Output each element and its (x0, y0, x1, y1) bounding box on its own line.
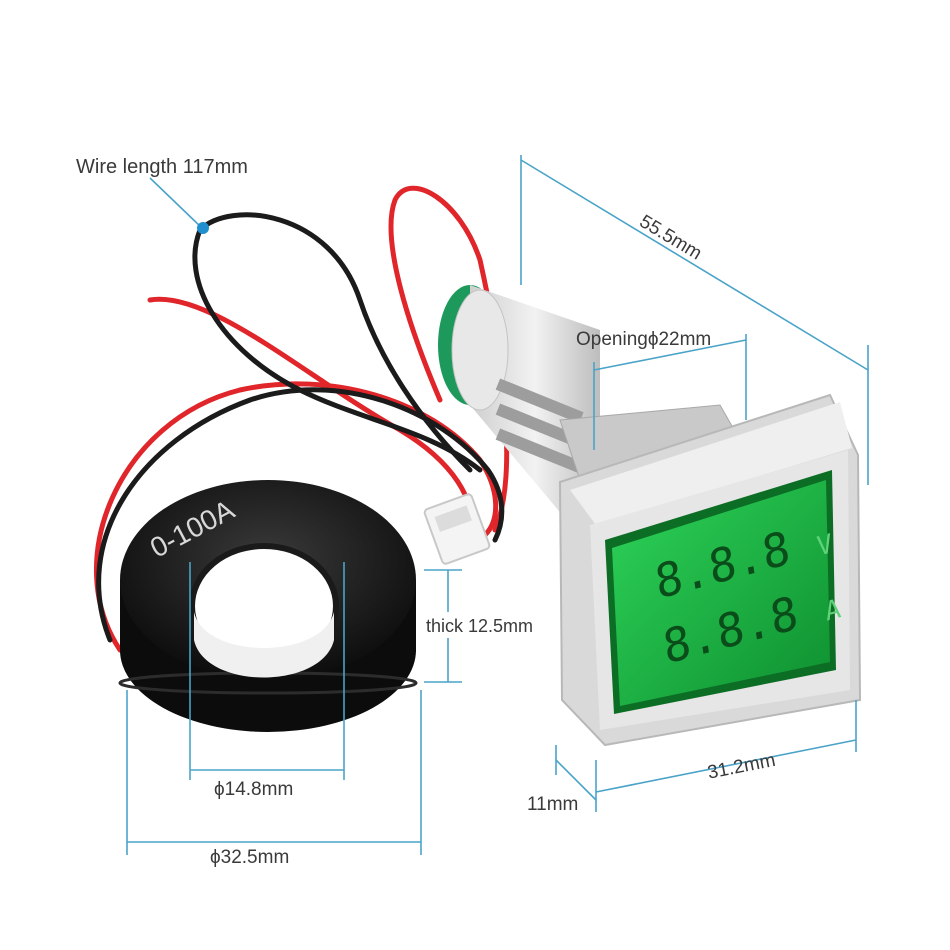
connector-plug (423, 493, 491, 565)
outer-diameter-label: ϕ32.5mm (210, 847, 290, 868)
wire-callout-dot (197, 222, 209, 234)
black-wire (96, 212, 505, 643)
thickness-label: thick 12.5mm (426, 616, 534, 636)
current-transformer-ring (118, 480, 418, 732)
display-screen (605, 470, 836, 714)
depth-label: 11mm (527, 794, 579, 815)
inner-diameter-label: ϕ14.8mm (214, 779, 294, 800)
dimension-lines (126, 155, 869, 855)
wire-length-label: Wire length 117mm (76, 156, 248, 178)
opening-label: Openingϕ22mm (576, 329, 712, 350)
